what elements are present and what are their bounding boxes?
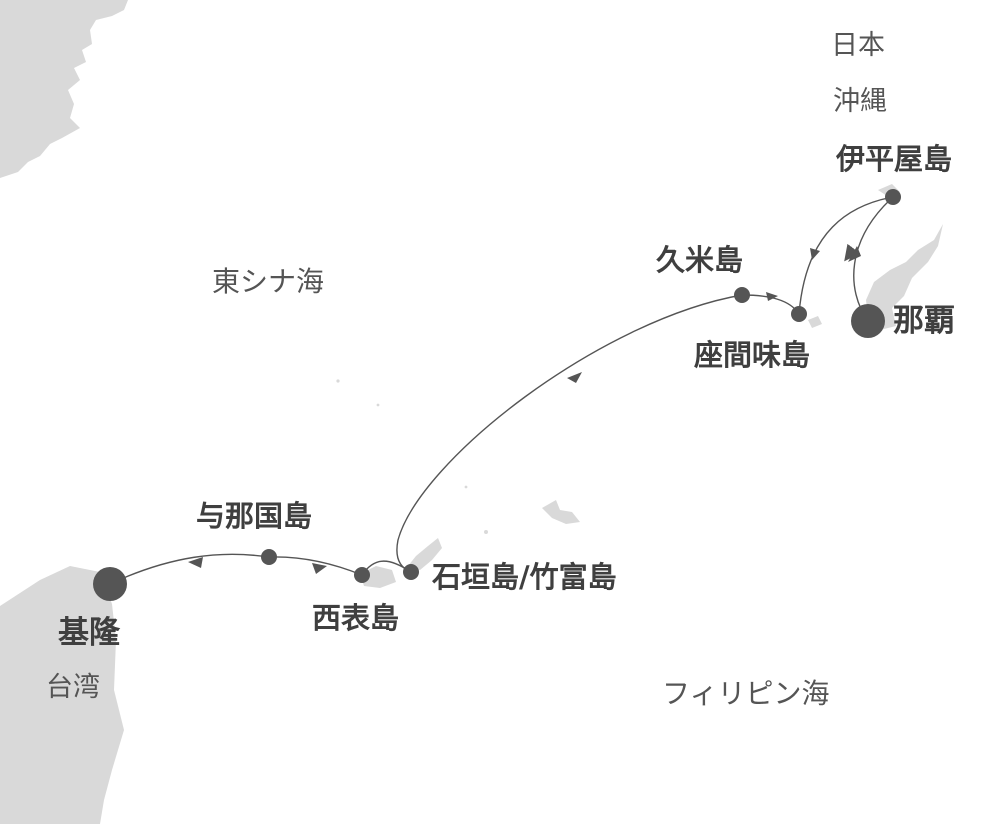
arrow-icon — [766, 292, 778, 301]
miyako-islands-land — [542, 500, 580, 524]
islet — [376, 403, 380, 407]
sea-label-philippine-sea: フィリピン海 — [662, 677, 830, 710]
port-label-kume[interactable]: 久米島 — [656, 243, 744, 277]
port-markers — [93, 189, 901, 601]
port-marker-kume[interactable] — [734, 287, 750, 303]
islet — [484, 530, 488, 534]
arrow-icon — [567, 372, 582, 383]
port-label-zamami[interactable]: 座間味島 — [694, 338, 811, 372]
okinawa-island-land — [866, 224, 943, 330]
region-label-japan: 日本 — [831, 30, 885, 61]
port-marker-yonaguni[interactable] — [261, 549, 277, 565]
port-marker-keelung[interactable] — [93, 567, 127, 601]
port-marker-iheya[interactable] — [885, 189, 901, 205]
kerama-islands-land — [808, 316, 822, 328]
port-marker-iriomote[interactable] — [354, 567, 370, 583]
port-label-naha[interactable]: 那覇 — [893, 303, 955, 339]
arrow-icon — [810, 248, 820, 260]
arrow-icon — [312, 563, 327, 574]
port-marker-ishigaki[interactable] — [403, 564, 419, 580]
route-iriomote-to-yonaguni — [268, 556, 363, 576]
route-arrows — [188, 246, 861, 574]
sea-label-east-china-sea: 東シナ海 — [212, 265, 325, 298]
port-label-iriomote[interactable]: 西表島 — [312, 601, 400, 635]
port-label-ishigaki[interactable]: 石垣島/竹富島 — [432, 560, 617, 594]
port-label-keelung[interactable]: 基隆 — [58, 615, 120, 651]
islet — [336, 379, 340, 383]
islet — [464, 485, 468, 489]
port-marker-zamami[interactable] — [791, 306, 807, 322]
region-label-taiwan: 台湾 — [46, 672, 100, 703]
china-coast-land — [0, 0, 128, 178]
route-iheya-arrow — [844, 243, 861, 262]
arrow-icon — [848, 246, 861, 262]
port-label-yonaguni[interactable]: 与那国島 — [196, 499, 313, 533]
region-label-okinawa: 沖縄 — [833, 86, 887, 117]
route-kume-to-ishigaki — [396, 294, 743, 573]
port-marker-naha[interactable] — [851, 304, 885, 338]
ishigaki-island-land — [408, 538, 442, 570]
route-iheya-to-zamami — [798, 196, 894, 315]
arrow-icon — [188, 557, 203, 568]
port-label-iheya[interactable]: 伊平屋島 — [836, 142, 953, 176]
taiwan-land — [0, 566, 124, 824]
route-yonaguni-to-keelung — [109, 553, 270, 585]
